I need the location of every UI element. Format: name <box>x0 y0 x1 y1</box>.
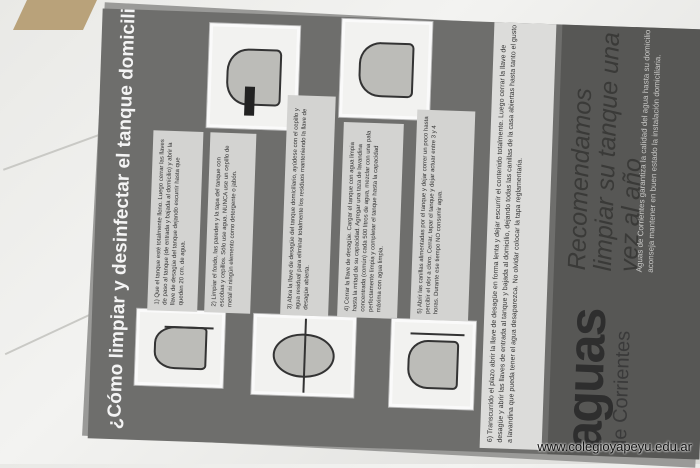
logo-main-text: aguas <box>554 308 618 451</box>
cardboard-box <box>13 0 97 30</box>
watermark: www.colegioyapeyu.edu.ar <box>537 439 692 454</box>
aguas-de-corrientes-logo: aguas de Corrientes <box>554 308 635 452</box>
floor-tile-joint <box>2 131 108 171</box>
logo-sub-text: de Corrientes <box>608 330 635 452</box>
step-4-text: 4) Cerrar la llave de desagüe. Cargar el… <box>337 121 404 319</box>
poster: ¿Cómo limpiar y desinfectar el tanque do… <box>87 8 700 460</box>
step-5-text: 5) Abrir las canillas alimentadas por el… <box>410 109 476 322</box>
step-5-illustration <box>388 318 476 410</box>
step-3-illustration <box>251 313 357 398</box>
step-4-illustration <box>339 18 433 120</box>
step-3-text: 3) Abra la llave de desagüe del tanque d… <box>280 94 336 317</box>
step-1-illustration <box>134 308 226 388</box>
step-1-text: 1) Que el tanque esté totalmente lleno. … <box>147 130 204 312</box>
step-6-text: 6) Transcurrido el plazo abrir la llave … <box>479 18 557 451</box>
step-2-text: 2) Limpiar el fondo, las paredes y la ta… <box>204 132 257 314</box>
